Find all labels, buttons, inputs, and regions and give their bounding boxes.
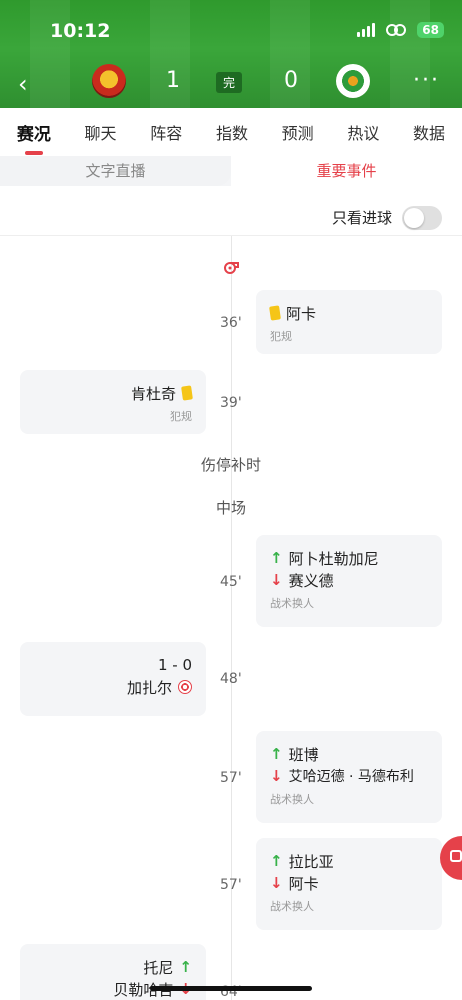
link-icon <box>386 24 407 36</box>
event-minute: 39' <box>220 395 242 411</box>
yellow-card-icon <box>181 385 193 401</box>
arrow-up-icon: ↑ <box>270 549 283 567</box>
player-out-name: 贝勒哈吉 <box>113 980 174 999</box>
player-in-name: 拉比亚 <box>288 852 334 871</box>
goal-score: 1 - 0 <box>157 656 192 674</box>
sub-out-line: ↓ 赛义德 <box>270 569 428 591</box>
toggle-knob <box>404 208 424 228</box>
home-indicator <box>150 986 312 991</box>
stoppage-time-label: 伤停补时 <box>200 456 261 474</box>
subtab-text-live[interactable]: 文字直播 <box>0 156 231 186</box>
home-team-logo[interactable] <box>92 64 126 98</box>
status-time: 10:12 <box>50 20 111 42</box>
pitch-stripe <box>30 0 70 108</box>
player-in-name: 班博 <box>288 745 319 764</box>
events-timeline: 阿卡 犯规 36' 肯杜奇 犯规 39' 伤停补时 中场 ↑ 阿卜杜勒加尼 ↓ … <box>0 236 462 1000</box>
event-line: 阿卡 <box>269 302 428 324</box>
event-card-57a[interactable]: ↑ 班博 ↓ 艾哈迈德 · 马德布利 战术换人 <box>256 731 442 823</box>
sub-in-line: ↑ 班博 <box>270 743 428 765</box>
pitch-stripe <box>150 0 190 108</box>
sub-out-line: ↓ 阿卡 <box>270 872 428 894</box>
goals-only-label: 只看进球 <box>331 209 392 227</box>
event-minute: 45' <box>220 574 242 590</box>
tab-odds[interactable]: 指数 <box>215 124 248 143</box>
sub-out-line: ↓ 艾哈迈德 · 马德布利 <box>270 765 428 787</box>
timeline-axis <box>231 236 232 1000</box>
event-line: 肯杜奇 <box>34 382 193 404</box>
pitch-stripe <box>390 0 430 108</box>
arrow-down-icon: ↓ <box>270 874 283 892</box>
tab-match[interactable]: 赛况 <box>13 120 55 145</box>
away-team-logo[interactable] <box>336 64 370 98</box>
event-detail: 战术换人 <box>270 900 314 913</box>
player-out-name: 赛义德 <box>288 571 334 590</box>
pitch-stripe <box>270 0 310 108</box>
whistle-icon <box>224 262 239 274</box>
event-card-45[interactable]: ↑ 阿卜杜勒加尼 ↓ 赛义德 战术换人 <box>256 535 442 627</box>
arrow-down-icon: ↓ <box>270 571 283 589</box>
event-detail: 战术换人 <box>270 793 314 806</box>
player-in-name: 阿卜杜勒加尼 <box>288 549 379 568</box>
subtab-key-events[interactable]: 重要事件 <box>231 156 462 186</box>
event-line: 加扎尔 <box>34 676 192 698</box>
arrow-down-icon: ↓ <box>270 767 283 785</box>
player-in-name: 托尼 <box>143 958 174 977</box>
event-card-57b[interactable]: ↑ 拉比亚 ↓ 阿卡 战术换人 <box>256 838 442 930</box>
match-header: 10:12 68 ‹ 1 完 0 ··· <box>0 0 462 108</box>
away-score: 0 <box>284 68 298 93</box>
arrow-up-icon: ↑ <box>270 852 283 870</box>
home-score: 1 <box>166 68 180 93</box>
match-status-badge: 完 <box>216 72 243 93</box>
event-card-48[interactable]: 1 - 0 加扎尔 <box>20 642 206 716</box>
event-minute: 36' <box>220 315 242 331</box>
event-card-39[interactable]: 肯杜奇 犯规 <box>20 370 206 434</box>
goals-only-toggle[interactable] <box>402 206 442 230</box>
yellow-card-icon <box>269 305 281 321</box>
main-tabs: 赛况 聊天 阵容 指数 预测 热议 数据 <box>0 108 462 156</box>
tab-lineup[interactable]: 阵容 <box>150 124 183 143</box>
event-detail: 犯规 <box>170 410 192 423</box>
more-button[interactable]: ··· <box>413 68 440 93</box>
signal-icon <box>357 23 376 37</box>
edit-icon <box>450 850 462 862</box>
sub-in-line: 托尼 ↑ <box>34 956 192 978</box>
halftime-label: 中场 <box>215 499 246 517</box>
player-name: 阿卡 <box>286 304 317 323</box>
event-detail: 战术换人 <box>270 597 314 610</box>
arrow-up-icon: ↑ <box>270 745 283 763</box>
battery-indicator: 68 <box>417 22 444 38</box>
back-button[interactable]: ‹ <box>18 70 28 98</box>
sub-in-line: ↑ 阿卜杜勒加尼 <box>270 547 428 569</box>
score-line: 1 - 0 <box>34 654 192 676</box>
sub-out-line: 贝勒哈吉 ↓ <box>34 978 192 1000</box>
event-detail: 犯规 <box>270 330 292 343</box>
player-out-name: 艾哈迈德 · 马德布利 <box>288 769 414 785</box>
tab-chat[interactable]: 聊天 <box>84 124 117 143</box>
player-out-name: 阿卡 <box>288 874 319 893</box>
tab-discussion[interactable]: 热议 <box>347 124 380 143</box>
tab-stats[interactable]: 数据 <box>413 124 446 143</box>
football-icon <box>178 680 192 694</box>
filter-bar: 只看进球 <box>0 186 462 236</box>
event-card-36[interactable]: 阿卡 犯规 <box>256 290 442 354</box>
arrow-up-icon: ↑ <box>179 958 192 976</box>
event-minute: 57' <box>220 770 242 786</box>
status-icons: 68 <box>357 22 444 38</box>
sub-tabs: 文字直播 重要事件 <box>0 156 462 186</box>
tab-prediction[interactable]: 预测 <box>281 124 314 143</box>
floating-action-button[interactable] <box>440 836 462 880</box>
event-card-64[interactable]: 托尼 ↑ 贝勒哈吉 ↓ <box>20 944 206 1000</box>
player-name: 加扎尔 <box>126 678 172 697</box>
player-name: 肯杜奇 <box>130 384 176 403</box>
sub-in-line: ↑ 拉比亚 <box>270 850 428 872</box>
event-minute: 57' <box>220 877 242 893</box>
event-minute: 48' <box>220 671 242 687</box>
